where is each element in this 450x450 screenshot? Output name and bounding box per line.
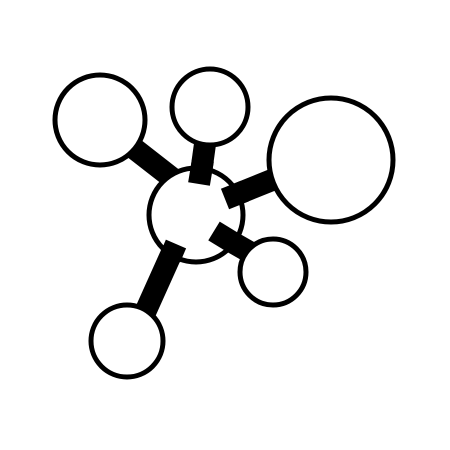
bond-stubs: [159, 158, 250, 263]
atom-top: [169, 66, 251, 148]
bond-top-left: [124, 137, 179, 187]
bond-stub-top: [188, 158, 214, 186]
bond-stub-lower-right: [208, 221, 238, 252]
atom-right-large: [266, 95, 396, 225]
bond-stub-right: [220, 180, 250, 210]
atom-lower-right: [237, 236, 309, 308]
atom-bottom-left: [88, 302, 166, 380]
bond-stub-bottom-left: [159, 239, 187, 263]
molecule-atoms: [52, 66, 396, 380]
atom-top-left: [52, 72, 148, 168]
bond-bottom-left: [132, 243, 185, 322]
